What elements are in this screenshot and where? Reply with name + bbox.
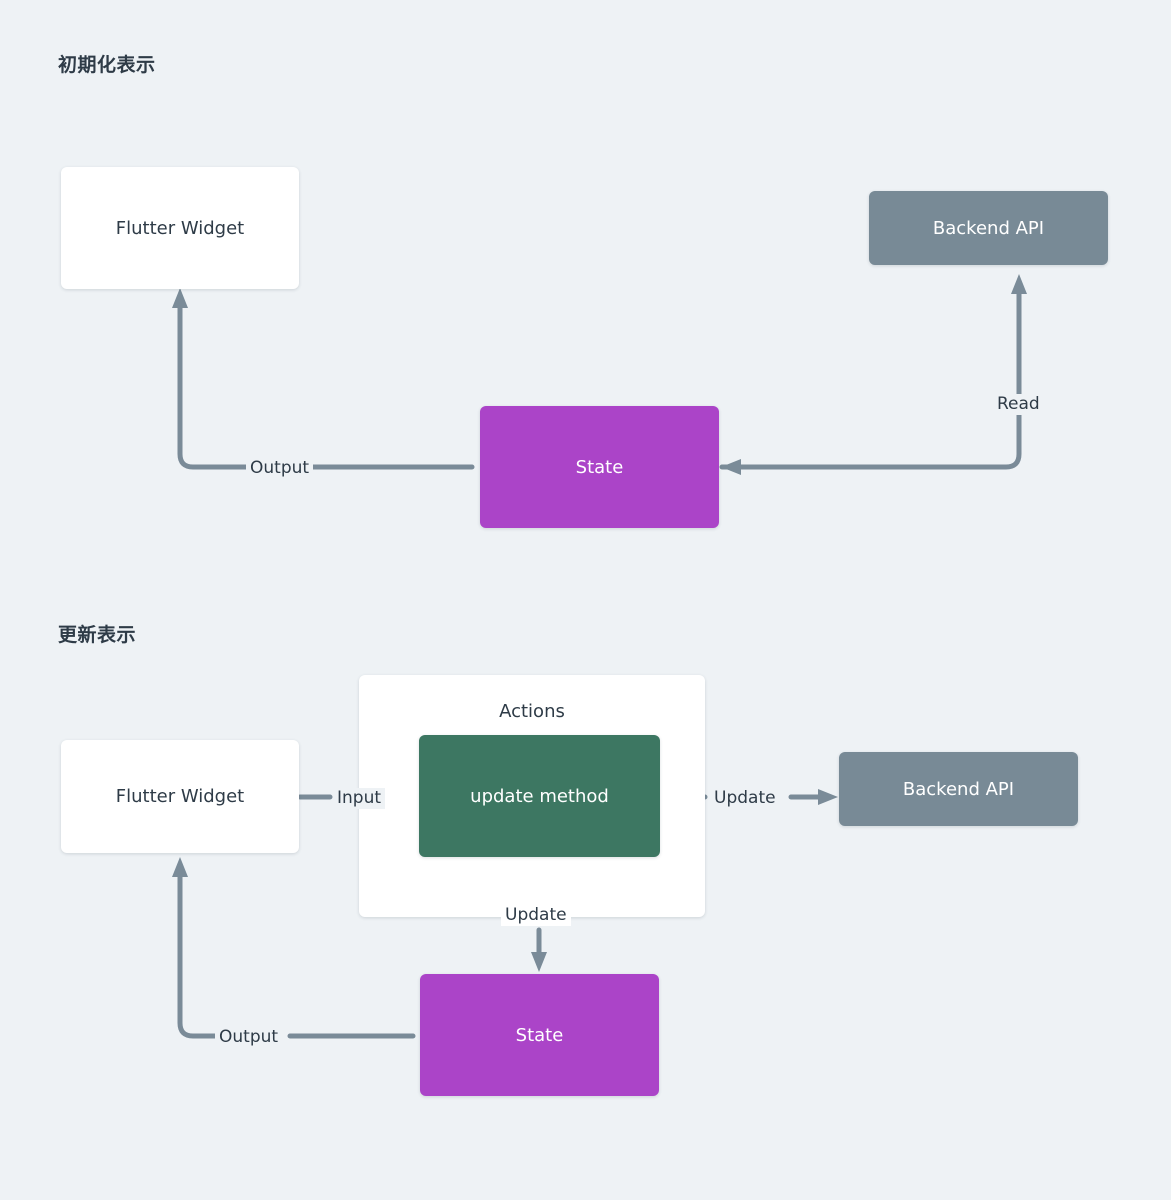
arrowhead-update-output xyxy=(172,857,188,877)
edge-label-init-read: Read xyxy=(993,394,1044,415)
node-update-method[interactable]: update method xyxy=(419,735,660,857)
arrowhead-init-read xyxy=(1011,274,1027,294)
node-label: Backend API xyxy=(902,778,1015,800)
edge-label-update-api: Update xyxy=(710,788,780,809)
arrowhead-update-state xyxy=(531,952,547,972)
section-title-update: 更新表示 xyxy=(58,624,137,646)
edge-update-output-elbow xyxy=(177,870,218,1039)
node-update-flutter-widget[interactable]: Flutter Widget xyxy=(61,740,299,853)
node-update-backend-api[interactable]: Backend API xyxy=(839,752,1078,826)
node-update-state[interactable]: State xyxy=(420,974,659,1096)
node-label: State xyxy=(515,1024,564,1046)
node-label: update method xyxy=(470,785,609,807)
edge-init-read-path xyxy=(719,287,1022,470)
node-init-state[interactable]: State xyxy=(480,406,719,528)
node-label: Flutter Widget xyxy=(115,217,245,239)
node-label: Flutter Widget xyxy=(115,786,245,807)
node-init-backend-api[interactable]: Backend API xyxy=(869,191,1108,265)
arrowhead-init-state-in xyxy=(721,459,741,475)
arrowhead-update-api-right xyxy=(818,789,838,805)
node-label: Backend API xyxy=(932,217,1045,239)
edge-label-update-input: Input xyxy=(333,788,386,809)
edge-label-init-output: Output xyxy=(246,458,314,479)
edge-init-output-elbow xyxy=(177,302,253,470)
group-actions-title: Actions xyxy=(499,701,565,722)
section-title-init: 初期化表示 xyxy=(58,54,156,76)
arrowhead-init-output xyxy=(172,288,188,308)
edge-label-update-output: Output xyxy=(215,1027,283,1048)
node-label: State xyxy=(575,456,624,478)
node-init-flutter-widget[interactable]: Flutter Widget xyxy=(61,167,299,289)
edge-label-update-to-state: Update xyxy=(501,905,571,926)
